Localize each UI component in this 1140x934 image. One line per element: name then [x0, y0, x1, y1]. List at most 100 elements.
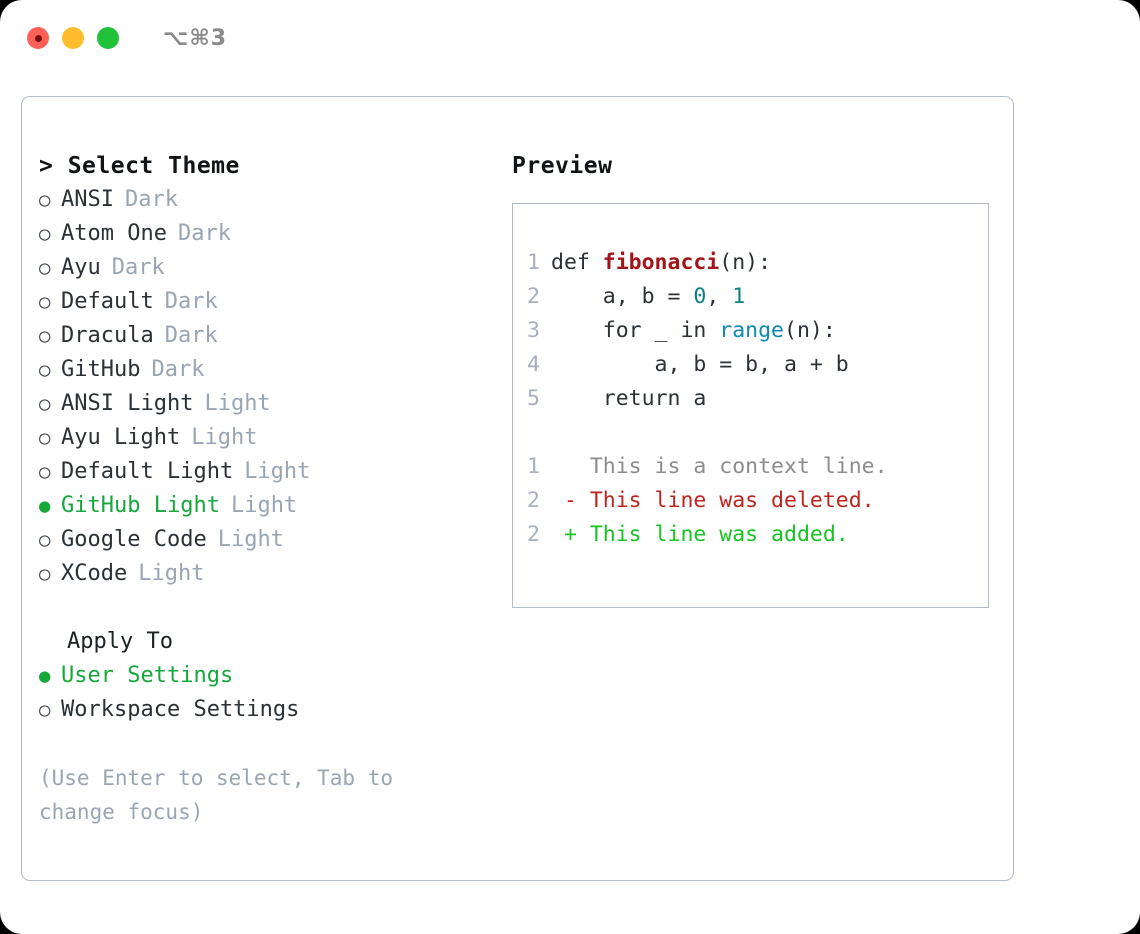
minimize-button[interactable] [62, 27, 84, 49]
apply-option-1[interactable]: ○ Workspace Settings [39, 693, 502, 727]
theme-option-label: ANSI Light [61, 391, 194, 416]
window-controls [27, 27, 119, 49]
apply-to-list[interactable]: ● User Settings ○ Workspace Settings [39, 659, 502, 727]
title-bar: ⌥⌘3 [0, 0, 1140, 76]
theme-option-kind-badge: Light [138, 561, 205, 586]
keyboard-shortcut-label: ⌥⌘3 [163, 25, 228, 51]
radio-unselected-icon: ○ [39, 563, 51, 585]
code-text: return a [551, 382, 707, 416]
theme-option-label: ANSI [61, 187, 114, 212]
theme-option-label: GitHub [61, 357, 141, 382]
theme-option-0[interactable]: ○ ANSI Dark [39, 183, 502, 217]
theme-option-kind-badge: Dark [164, 289, 218, 314]
line-number: 1 [527, 454, 540, 479]
radio-unselected-icon: ○ [39, 529, 51, 551]
radio-unselected-icon: ○ [39, 223, 51, 245]
code-line: 1 def fibonacci(n): [513, 246, 988, 280]
theme-option-4[interactable]: ○ Dracula Dark [39, 319, 502, 353]
theme-option-label: Google Code [61, 527, 207, 552]
apply-option-0[interactable]: ● User Settings [39, 659, 502, 693]
theme-option-label: GitHub Light [61, 493, 220, 518]
theme-option-2[interactable]: ○ Ayu Dark [39, 251, 502, 285]
theme-option-kind-badge: Dark [164, 323, 218, 348]
radio-selected-icon: ● [39, 495, 51, 517]
code-line: 2 a, b = 0, 1 [513, 280, 988, 314]
theme-option-9[interactable]: ● GitHub Light Light [39, 489, 502, 523]
apply-option-label: User Settings [61, 663, 234, 688]
code-token: (n): [719, 250, 772, 275]
diff-line: 1 This is a context line. [513, 450, 988, 484]
code-line: 4 a, b = b, a + b [513, 348, 988, 382]
radio-unselected-icon: ○ [39, 699, 51, 721]
code-text: a, b = 0, 1 [551, 280, 745, 314]
section-spacer [39, 591, 502, 625]
theme-option-kind-badge: Light [244, 459, 311, 484]
radio-unselected-icon: ○ [39, 257, 51, 279]
code-token: return a [551, 386, 707, 411]
code-token: range [719, 318, 785, 343]
code-token: a, b = [551, 284, 694, 309]
theme-option-kind-badge: Dark [151, 357, 205, 382]
theme-option-label: XCode [61, 561, 128, 586]
close-button[interactable] [27, 27, 49, 49]
theme-option-7[interactable]: ○ Ayu Light Light [39, 421, 502, 455]
theme-option-label: Dracula [61, 323, 154, 348]
radio-unselected-icon: ○ [39, 359, 51, 381]
line-number: 3 [527, 318, 540, 343]
zoom-button[interactable] [97, 27, 119, 49]
line-number: 5 [527, 386, 540, 411]
close-icon [34, 34, 42, 42]
line-number: 2 [527, 284, 540, 309]
radio-unselected-icon: ○ [39, 325, 51, 347]
theme-option-kind-badge: Light [230, 493, 298, 518]
theme-option-label: Ayu Light [61, 425, 181, 450]
diff-line: 2 - This line was deleted. [513, 484, 988, 518]
theme-option-kind-badge: Light [204, 391, 271, 416]
code-token: def [551, 250, 603, 275]
code-text: for _ in range(n): [551, 314, 836, 348]
code-token: (n): [784, 318, 836, 343]
code-token: fibonacci [602, 250, 720, 275]
line-number: 2 [527, 522, 540, 547]
theme-option-10[interactable]: ○ Google Code Light [39, 523, 502, 557]
radio-unselected-icon: ○ [39, 189, 51, 211]
theme-option-kind-badge: Light [191, 425, 258, 450]
diff-text: - This line was deleted. [551, 488, 875, 513]
theme-option-label: Ayu [61, 255, 101, 280]
line-number: 4 [527, 352, 540, 377]
theme-option-5[interactable]: ○ GitHub Dark [39, 353, 502, 387]
radio-selected-icon: ● [39, 665, 51, 687]
theme-option-label: Default [61, 289, 154, 314]
code-line: 3 for _ in range(n): [513, 314, 988, 348]
radio-unselected-icon: ○ [39, 427, 51, 449]
code-token: a, b = b, a + b [551, 352, 849, 377]
code-token: 0 [693, 284, 707, 309]
keyboard-hint-text: (Use Enter to select, Tab to change focu… [39, 766, 406, 824]
code-diff-spacer [513, 416, 988, 450]
theme-option-kind-badge: Dark [124, 187, 178, 212]
line-number: 1 [527, 250, 540, 275]
theme-option-kind-badge: Light [217, 527, 284, 552]
code-token: 1 [732, 284, 746, 309]
line-number: 2 [527, 488, 540, 513]
theme-option-11[interactable]: ○ XCode Light [39, 557, 502, 591]
select-theme-heading: > Select Theme [39, 153, 240, 179]
preview-heading: Preview [512, 153, 613, 179]
code-text: a, b = b, a + b [551, 348, 849, 382]
apply-option-label: Workspace Settings [61, 697, 300, 722]
diff-text: + This line was added. [551, 522, 849, 547]
theme-option-label: Default Light [61, 459, 234, 484]
theme-option-kind-badge: Dark [111, 255, 165, 280]
code-line: 5 return a [513, 382, 988, 416]
